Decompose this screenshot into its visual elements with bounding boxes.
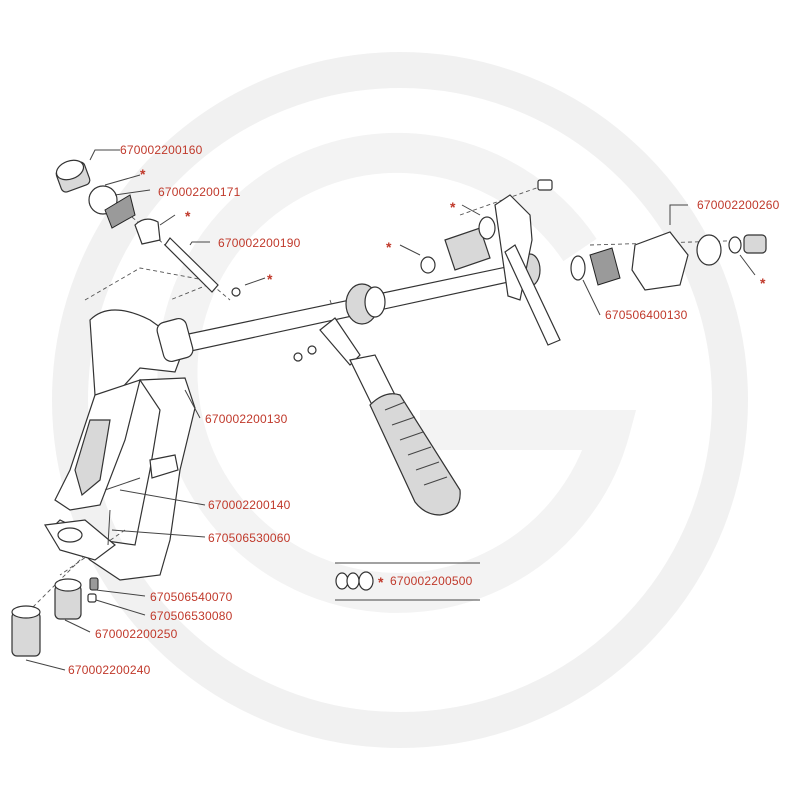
seal-kit-marker: * [386,239,392,255]
part-label-670002200260: 670002200260 [697,198,780,212]
part-label-670002200171: 670002200171 [158,185,241,199]
part-label-670002200190: 670002200190 [218,236,301,250]
leader-lines [25,149,756,671]
nozzle-parts [420,179,767,346]
part-label-670506530060: 670506530060 [208,531,291,545]
part-label-670002200130: 670002200130 [205,412,288,426]
seal-kit-marker: * [760,275,766,291]
side-grip [293,317,461,516]
part-label-670002200250: 670002200250 [95,627,178,641]
part-label-670506540070: 670506540070 [150,590,233,604]
valve-parts [55,159,241,297]
seal-kit-marker: * [267,271,273,287]
fittings [11,577,99,657]
seal-kit-marker: * [450,199,456,215]
part-label-670002200160: 670002200160 [120,143,203,157]
part-label-670002200240: 670002200240 [68,663,151,677]
part-label-670002200500: 670002200500 [390,574,473,588]
part-label-670002200140: 670002200140 [208,498,291,512]
seal-kit-marker: * [140,166,146,182]
pistol-body [44,309,196,581]
part-label-670506530080: 670506530080 [150,609,233,623]
seal-kit-marker: * [185,208,191,224]
part-label-670506400130: 670506400130 [605,308,688,322]
seal-kit-marker: * [378,574,384,590]
seal-kit-box [335,562,480,601]
